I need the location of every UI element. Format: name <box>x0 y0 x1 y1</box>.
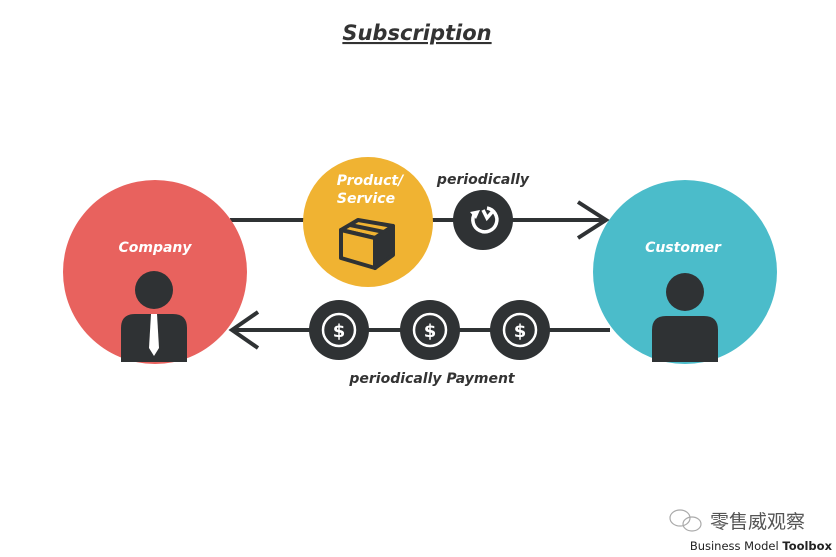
dollar-coin-icon: $ <box>400 300 460 360</box>
recurring-clock-icon <box>453 190 513 250</box>
customer-circle <box>593 180 777 364</box>
person-icon <box>652 273 718 362</box>
arrowhead-right-icon <box>576 200 610 240</box>
dollar-coin-icon: $ <box>490 300 550 360</box>
arrowhead-left-icon <box>228 310 260 350</box>
svg-text:$: $ <box>333 321 346 342</box>
watermark-brand: Business Model Toolbox <box>690 539 833 553</box>
box-icon <box>339 218 395 270</box>
businessman-icon <box>121 271 187 362</box>
customer-label: Customer <box>645 240 722 256</box>
company-label: Company <box>118 240 192 256</box>
dollar-coin-icon: $ <box>309 300 369 360</box>
svg-text:$: $ <box>514 321 527 342</box>
bottom-flow-label: periodically Payment <box>348 371 516 387</box>
watermark-chinese: 零售威观察 <box>710 511 805 533</box>
svg-text:$: $ <box>424 321 437 342</box>
wechat-icon <box>669 509 702 532</box>
diagram-title: Subscription <box>342 21 491 45</box>
clock-arrow-icon <box>471 206 499 234</box>
top-flow-label: periodically <box>436 172 530 188</box>
product-label-line1: Product/ <box>337 173 405 189</box>
product-label-line2: Service <box>337 191 395 207</box>
